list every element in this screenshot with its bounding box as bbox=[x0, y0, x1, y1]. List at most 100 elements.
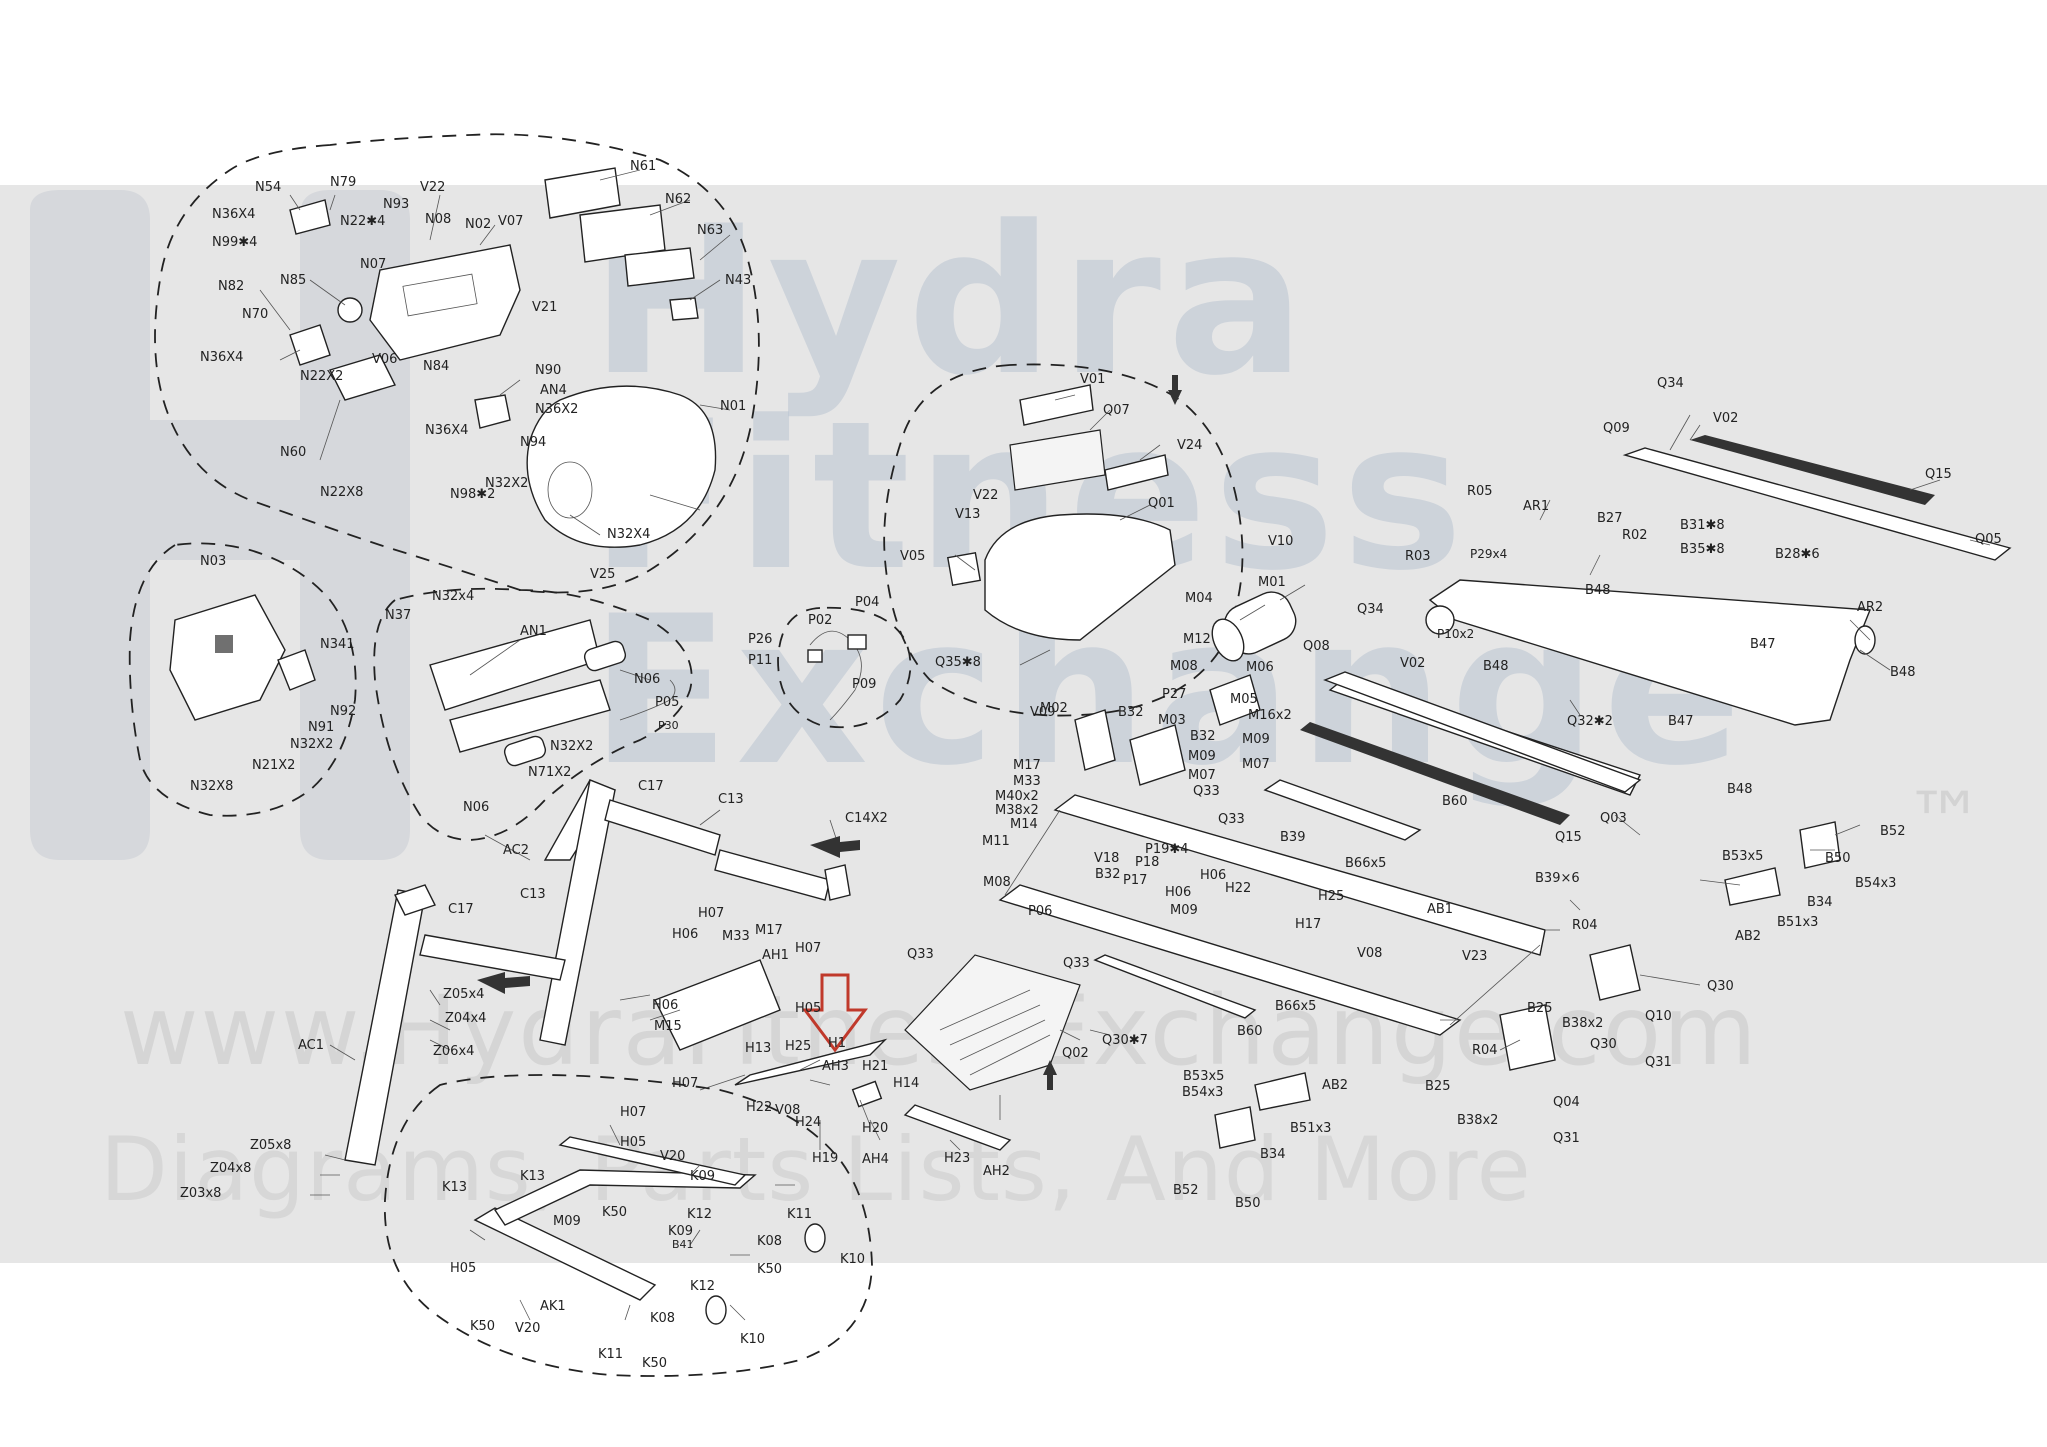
wiring-group-outline bbox=[777, 606, 912, 729]
decal-v01 bbox=[1019, 384, 1094, 426]
label-p09: P09 bbox=[852, 677, 876, 692]
label-m09b: M09 bbox=[1188, 749, 1216, 764]
keypad-grid bbox=[215, 635, 233, 653]
direction-arrows bbox=[477, 375, 1182, 1090]
label-h20: H20 bbox=[862, 1121, 888, 1136]
label-p11: P11 bbox=[748, 653, 772, 668]
label-b48a: B48 bbox=[1585, 583, 1610, 598]
label-z04x4: Z04x4 bbox=[445, 1011, 486, 1026]
label-b66x5a: B66x5 bbox=[1345, 856, 1386, 871]
wheel-bracket-ab2a bbox=[1724, 867, 1781, 906]
label-b47a: B47 bbox=[1750, 637, 1775, 652]
side-cup-holder bbox=[329, 354, 396, 401]
label-n22x2: N22X2 bbox=[300, 369, 343, 384]
label-m16x2: M16x2 bbox=[1248, 708, 1292, 723]
label-k10a: K10 bbox=[840, 1252, 865, 1267]
frame-crossbar bbox=[1004, 809, 1061, 896]
label-n94: N94 bbox=[520, 435, 546, 450]
label-n02: N02 bbox=[465, 217, 491, 232]
label-h06b: H06 bbox=[1165, 885, 1191, 900]
label-b51x3b: B51x3 bbox=[1290, 1121, 1331, 1136]
label-b38x2b: B38x2 bbox=[1457, 1113, 1498, 1128]
label-n32x4a: N32X4 bbox=[607, 527, 650, 542]
label-z06x4: Z06x4 bbox=[433, 1044, 474, 1059]
label-m14: M14 bbox=[1010, 817, 1038, 832]
label-m17b: M17 bbox=[755, 923, 783, 938]
label-c13b: C13 bbox=[520, 887, 546, 902]
front-roller-r03 bbox=[1425, 605, 1455, 635]
label-p26: P26 bbox=[748, 632, 772, 647]
label-h25a: H25 bbox=[1318, 889, 1344, 904]
label-c17a: C17 bbox=[638, 779, 664, 794]
deck-rail-q03 bbox=[1323, 671, 1642, 793]
label-b54x3a: B54x3 bbox=[1855, 876, 1896, 891]
label-b60b: B60 bbox=[1237, 1024, 1262, 1039]
label-n06a: N06 bbox=[634, 672, 660, 687]
label-m33a: M33 bbox=[1013, 774, 1041, 789]
label-ak1: AK1 bbox=[540, 1299, 566, 1314]
label-m15: M15 bbox=[654, 1019, 682, 1034]
label-m08b: M08 bbox=[983, 875, 1011, 890]
label-q31a: Q31 bbox=[1645, 1055, 1672, 1070]
label-v24: V24 bbox=[1177, 438, 1202, 453]
label-m17a: M17 bbox=[1013, 758, 1041, 773]
label-n22x8: N22X8 bbox=[320, 485, 363, 500]
label-q07: Q07 bbox=[1103, 403, 1130, 418]
grip-c14 bbox=[824, 864, 851, 901]
mount-n341 bbox=[277, 649, 316, 691]
label-n01: N01 bbox=[720, 399, 746, 414]
label-n79: N79 bbox=[330, 175, 356, 190]
label-n61: N61 bbox=[630, 159, 656, 174]
label-q33c: Q33 bbox=[907, 947, 934, 962]
label-q31b: Q31 bbox=[1553, 1131, 1580, 1146]
label-m06: M06 bbox=[1246, 660, 1274, 675]
label-b53x5a: B53x5 bbox=[1722, 849, 1763, 864]
label-m07a: M07 bbox=[1242, 757, 1270, 772]
lift-block-h20 bbox=[851, 1080, 883, 1108]
label-n32x4b: N32x4 bbox=[432, 589, 474, 604]
label-v07: V07 bbox=[498, 214, 523, 229]
label-k50d: K50 bbox=[642, 1356, 667, 1371]
label-q02: Q02 bbox=[1062, 1046, 1089, 1061]
label-z04x8: Z04x8 bbox=[210, 1161, 251, 1176]
label-n63: N63 bbox=[697, 223, 723, 238]
label-ac2: AC2 bbox=[503, 843, 529, 858]
label-v01: V01 bbox=[1080, 372, 1105, 387]
label-k12a: K12 bbox=[687, 1207, 712, 1222]
label-p30: P30 bbox=[658, 719, 679, 732]
label-b53x5b: B53x5 bbox=[1183, 1069, 1224, 1084]
label-q32x2: Q32✱2 bbox=[1567, 714, 1613, 729]
label-q30b: Q30 bbox=[1590, 1037, 1617, 1052]
label-b48d: B48 bbox=[1727, 782, 1752, 797]
label-m05: M05 bbox=[1230, 692, 1258, 707]
label-ah2: AH2 bbox=[983, 1164, 1010, 1179]
hood-q01 bbox=[984, 513, 1176, 641]
upright-top-cap bbox=[394, 884, 436, 916]
label-b32a: B32 bbox=[1118, 705, 1143, 720]
label-h07b: H07 bbox=[795, 941, 821, 956]
label-b25b: B25 bbox=[1425, 1079, 1450, 1094]
label-ab2a: AB2 bbox=[1735, 929, 1761, 944]
board-m02 bbox=[1074, 709, 1116, 771]
label-k13b: K13 bbox=[520, 1169, 545, 1184]
label-h06d: H06 bbox=[652, 998, 678, 1013]
label-m03: M03 bbox=[1158, 713, 1186, 728]
label-v02b: V02 bbox=[1400, 656, 1425, 671]
label-n36x2: N36X2 bbox=[535, 402, 578, 417]
label-v20b: V20 bbox=[515, 1321, 540, 1336]
label-n07: N07 bbox=[360, 257, 386, 272]
rear-roller-q09 bbox=[1622, 447, 2012, 561]
label-b54x3b: B54x3 bbox=[1182, 1085, 1223, 1100]
label-n21x2: N21X2 bbox=[252, 758, 295, 773]
motor-tray-q02 bbox=[904, 954, 1081, 1091]
label-q33a: Q33 bbox=[1193, 784, 1220, 799]
label-n08: N08 bbox=[425, 212, 451, 227]
rear-cap-q10 bbox=[1589, 944, 1641, 1001]
label-m12: M12 bbox=[1183, 632, 1211, 647]
grip-n71b bbox=[503, 735, 547, 767]
label-n71x2: N71X2 bbox=[528, 765, 571, 780]
end-cap-b50a bbox=[1799, 821, 1841, 869]
label-m09d: M09 bbox=[553, 1214, 581, 1229]
overlay-n63 bbox=[624, 247, 695, 287]
wheel-bracket-ab2b bbox=[1254, 1072, 1311, 1111]
